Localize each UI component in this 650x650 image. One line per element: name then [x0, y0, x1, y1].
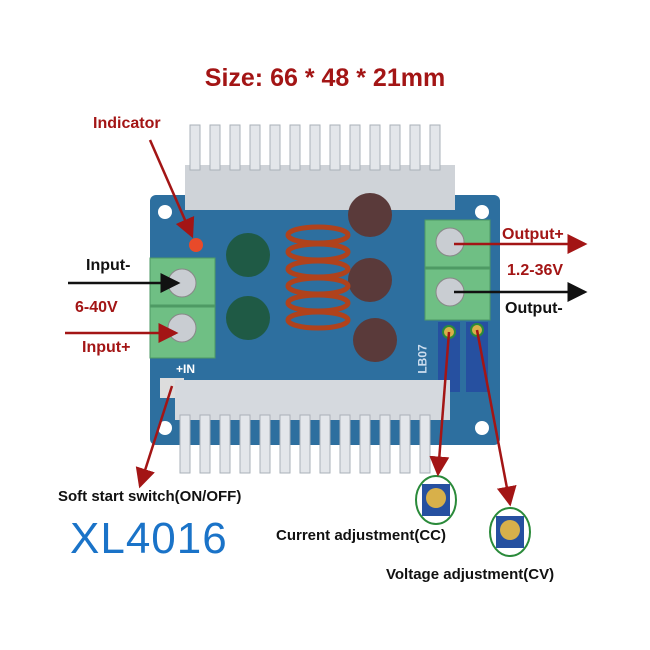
cc-potentiometer-closeup	[415, 475, 457, 525]
silkscreen-part: LB07	[415, 344, 430, 374]
soft-start-label: Soft start switch(ON/OFF)	[58, 488, 242, 505]
capacitor	[348, 258, 392, 302]
voltage-adjustment-label: Voltage adjustment(CV)	[386, 566, 555, 583]
cv-potentiometer	[466, 322, 488, 392]
input-terminal	[149, 257, 216, 359]
cc-arrow	[429, 331, 451, 477]
output-voltage-label: 1.2-36V	[507, 262, 564, 279]
cv-arrow	[475, 329, 517, 507]
capacitor	[226, 233, 270, 277]
silkscreen-in: +IN	[176, 362, 196, 376]
current-adjustment-label: Current adjustment(CC)	[276, 527, 447, 544]
output-minus-label: Output-	[505, 300, 563, 317]
indicator-label: Indicator	[93, 115, 161, 132]
top-heatsink	[185, 124, 455, 210]
input-minus-label: Input-	[86, 257, 131, 274]
indicator-arrow	[148, 139, 195, 239]
soft-start-arrow	[135, 385, 174, 489]
indicator-led	[189, 238, 203, 252]
model-name: XL4016	[70, 514, 228, 563]
cc-potentiometer	[438, 322, 460, 392]
output-terminal	[424, 219, 491, 321]
input-voltage-label: 6-40V	[75, 299, 118, 316]
size-title: Size: 66 * 48 * 21mm	[204, 64, 446, 92]
capacitor	[353, 318, 397, 362]
output-plus-label: Output+	[502, 226, 564, 243]
bottom-heatsink	[175, 380, 450, 474]
cv-potentiometer-closeup	[489, 507, 531, 557]
input-plus-label: Input+	[82, 339, 131, 356]
capacitor	[226, 296, 270, 340]
inductor	[285, 224, 351, 331]
capacitor	[348, 193, 392, 237]
